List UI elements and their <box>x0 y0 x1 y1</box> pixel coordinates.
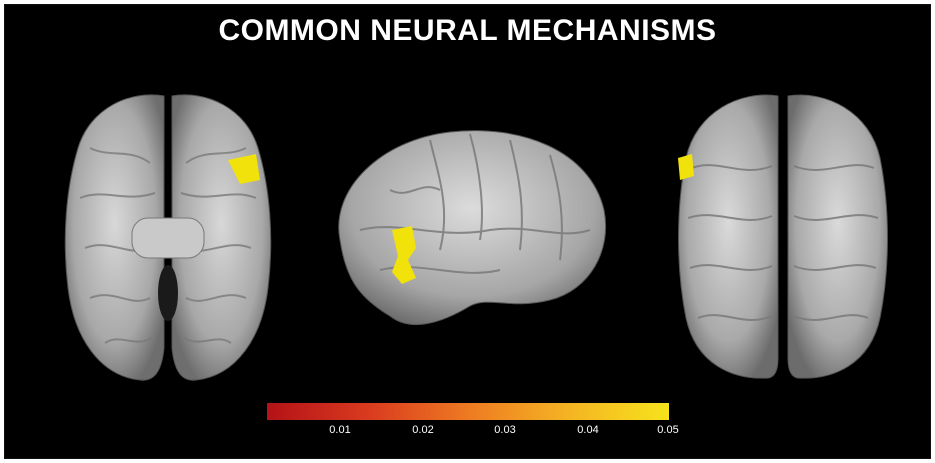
colorbar-tick: 0.05 <box>657 424 679 436</box>
activation-cluster <box>228 154 260 184</box>
activation-cluster <box>678 154 694 180</box>
colorbar-tick: 0.04 <box>577 424 599 436</box>
colorbar-tick: 0.02 <box>412 424 434 436</box>
colorbar <box>267 403 669 420</box>
activation-cluster <box>392 226 416 284</box>
colorbar-tick: 0.03 <box>494 424 516 436</box>
brain-superior-view <box>678 94 888 379</box>
brain-inferior-view <box>64 94 272 381</box>
figure-title: COMMON NEURAL MECHANISMS <box>218 14 717 47</box>
colorbar-tick: 0.01 <box>329 424 351 436</box>
brain-lateral-view <box>338 130 607 326</box>
